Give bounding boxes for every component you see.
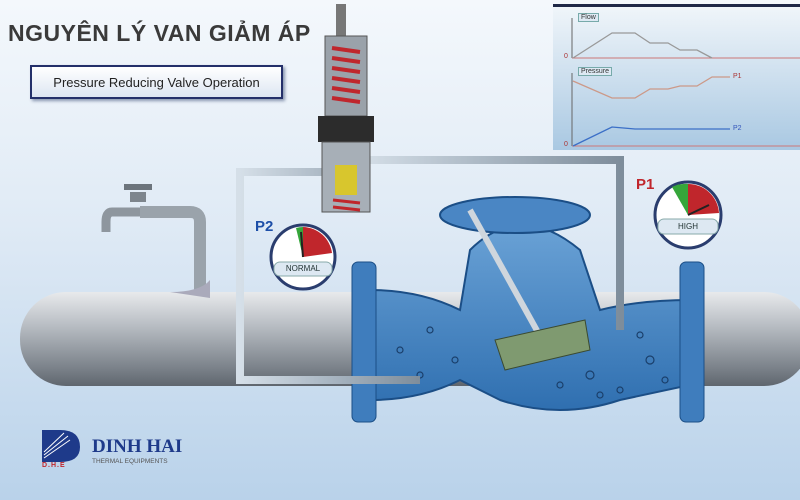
pressure-label: Pressure (578, 67, 613, 76)
p2-line (572, 126, 730, 147)
gauge-p2 (269, 223, 337, 291)
logo-abbr: D.H.E (42, 462, 66, 469)
subtitle-text: Pressure Reducing Valve Operation (53, 74, 260, 90)
p1-status: HIGH (678, 222, 698, 231)
logo-tagline: THERMAL EQUIPMENTS (92, 458, 168, 465)
logo-mark (42, 430, 80, 462)
valve-body (351, 196, 705, 423)
flow-origin-label: 0 (564, 53, 568, 60)
p1-line-label: P1 (733, 73, 742, 80)
page-title: NGUYÊN LÝ VAN GIẢM ÁP (8, 20, 311, 46)
p2-label: P2 (255, 218, 274, 235)
p1-line (572, 76, 730, 99)
flow-label: Flow (578, 13, 599, 22)
subtitle-box: Pressure Reducing Valve Operation (30, 65, 283, 99)
p2-status: NORMAL (285, 264, 321, 273)
p1-label: P1 (636, 176, 655, 193)
graph-panel (553, 4, 800, 150)
pressure-origin-label: 0 (564, 141, 568, 148)
flow-line (572, 32, 713, 59)
p2-line-label: P2 (733, 125, 742, 132)
pilot-tubing (236, 156, 624, 384)
faucet (101, 184, 206, 290)
gauge-p1 (653, 180, 723, 250)
pilot-valve (318, 4, 374, 213)
logo-name: DINH HAI (92, 436, 183, 457)
